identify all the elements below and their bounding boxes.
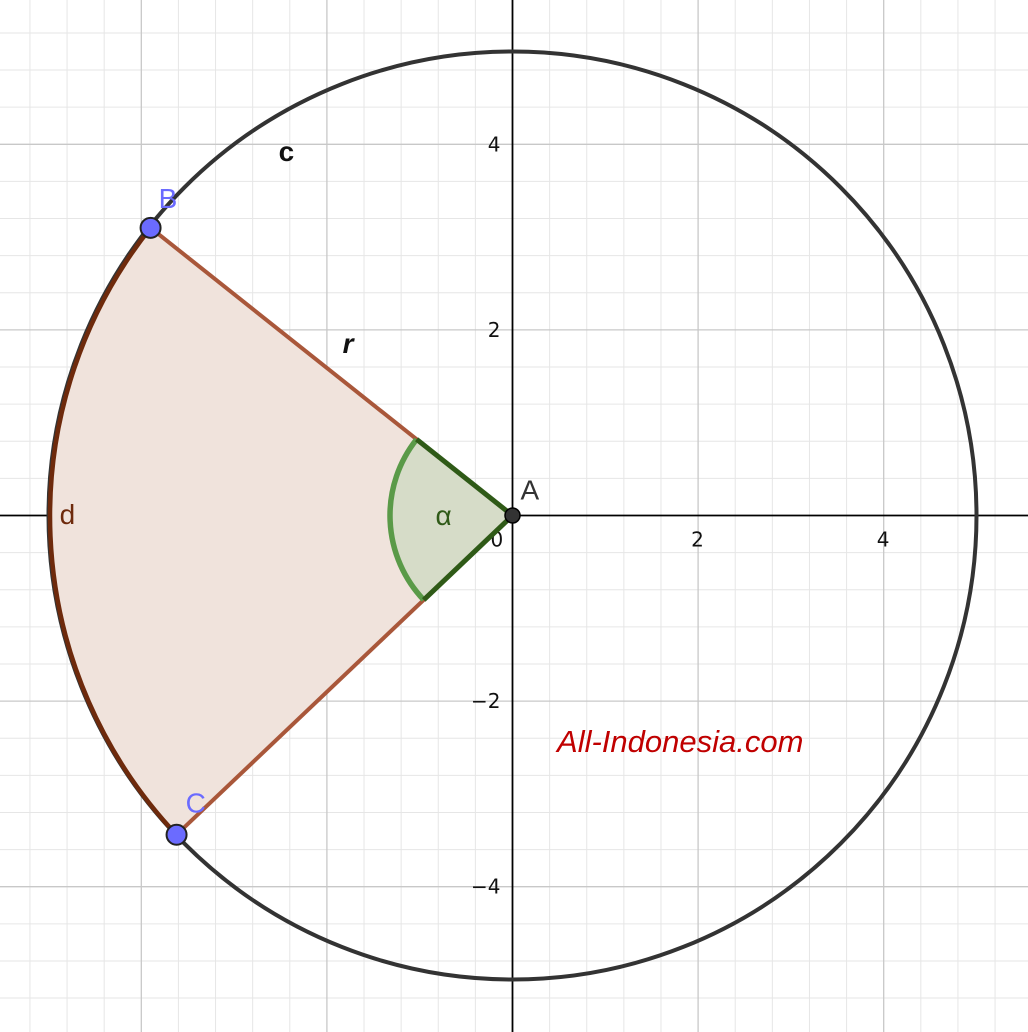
arc-d[interactable] [47,226,179,837]
y-tick-label: 4 [488,132,501,156]
circle-label: c [279,136,295,167]
y-tick-label: −4 [471,875,500,899]
angle-leg-ac [421,513,515,602]
angle-alpha-region[interactable] [390,439,513,600]
radius-label: r [343,328,356,359]
point-b[interactable] [139,216,162,239]
x-tick-label: 2 [691,528,704,552]
point-c[interactable] [165,823,188,846]
sector-region[interactable] [50,227,513,835]
x-tick-label: 4 [877,528,890,552]
point-b-label: B [159,183,178,214]
point-c-label: C [186,788,206,819]
point-a-label: A [521,475,540,506]
angle-alpha-arc [387,437,426,602]
y-tick-label: −2 [471,689,500,713]
arc-label: d [60,499,76,530]
point-a[interactable] [504,507,521,524]
angle-leg-ab [415,437,515,518]
y-tick-label: 2 [488,318,501,342]
angle-label: α [435,500,451,531]
watermark-text: All-Indonesia.com [555,724,803,759]
